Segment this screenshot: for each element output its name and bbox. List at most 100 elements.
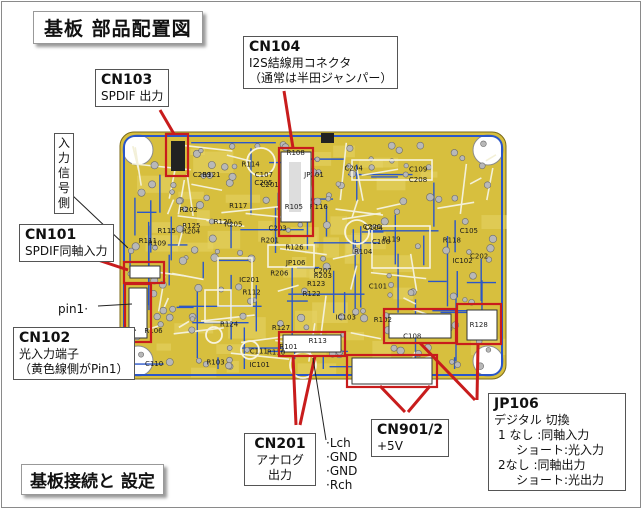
pad (170, 182, 177, 189)
trace-white (177, 215, 226, 223)
pad (226, 356, 233, 364)
leader-jp106-a (418, 341, 477, 402)
ground-fill (309, 269, 325, 280)
cn102-body (128, 287, 148, 339)
board-ref-label: R102 (374, 316, 392, 324)
board-ref-label: JP106 (285, 259, 306, 267)
capacitor-outline (240, 340, 260, 360)
board-ref-label: R118 (443, 236, 461, 244)
pad (169, 305, 176, 313)
cn201-name: CN201 (254, 436, 306, 452)
pad (386, 273, 392, 279)
ground-fill (481, 215, 507, 229)
ic-outline (351, 159, 433, 181)
pad (225, 362, 233, 370)
board-ref-label: R117 (229, 202, 247, 210)
side-label-char: 入 (57, 136, 70, 150)
board-ref-label: C110 (145, 360, 163, 368)
leader-side-label (71, 194, 129, 249)
board-ref-label: C106 (372, 238, 391, 246)
pad (485, 256, 492, 263)
pad (206, 171, 214, 179)
page-title: 基板 部品配置図 (33, 11, 203, 44)
board-ref-label: C111 (250, 348, 268, 356)
pad (416, 141, 425, 150)
board-ref-label: R106 (144, 327, 163, 335)
board-ref-label: C101 (369, 282, 387, 290)
pad (208, 234, 217, 243)
board-ref-label: C206 (363, 223, 382, 231)
trace-white (178, 320, 190, 329)
ground-fill (297, 363, 337, 377)
side-label-char: 信 (57, 166, 70, 180)
ground-fill (358, 159, 383, 168)
cn901-name: CN901/2 (377, 422, 444, 438)
board-ref-label: C207 (314, 267, 332, 275)
footer-title: 基板接続と 設定 (21, 464, 164, 495)
pad (407, 289, 415, 296)
cn901-desc: +5V (377, 439, 403, 453)
board-ref-label: R114 (242, 160, 261, 168)
pad (449, 359, 455, 365)
pad (484, 181, 492, 189)
cn104-line1: I2S結線用コネクタ (249, 56, 352, 70)
leader-pin1 (97, 303, 133, 307)
pad (449, 292, 458, 300)
board-ref-label: R205 (224, 221, 242, 229)
pad (403, 163, 409, 169)
pad (387, 141, 396, 150)
board-ref-label: R127 (272, 324, 290, 332)
pad (221, 163, 229, 171)
trace-white (403, 297, 416, 305)
side-label-input: 入 力 信 号 側 (54, 133, 74, 214)
ground-fill (420, 171, 438, 178)
cn104-name: CN104 (249, 39, 301, 55)
pad (208, 218, 215, 225)
leader-cn201-b (298, 355, 317, 426)
pad (466, 249, 472, 255)
trace-white (376, 202, 404, 210)
board-ref-label: C105 (460, 227, 478, 235)
board-ref-label: R204 (182, 228, 201, 236)
pad (196, 357, 202, 364)
ground-fill (178, 191, 204, 200)
callout-cn901: CN901/2 +5V (371, 419, 449, 457)
cn201-signal: ·Rch (326, 478, 353, 492)
highlight-box (164, 132, 190, 178)
board-ref-label: R125 (182, 222, 200, 230)
board-ref-label: C108 (403, 333, 421, 341)
capacitor-outline (246, 147, 276, 177)
pad (189, 316, 196, 322)
pad (159, 306, 168, 315)
board-ref-label: R120 (214, 218, 232, 226)
trace-white (177, 223, 186, 247)
jp106-name: JP106 (494, 396, 539, 412)
cn102-name: CN102 (19, 330, 71, 346)
board-ref-label: R110 (267, 349, 285, 357)
cn901-body (351, 357, 433, 385)
pad (195, 201, 204, 210)
trace-white (191, 183, 223, 192)
cn103-body (171, 141, 185, 171)
pad (390, 344, 398, 352)
pad (335, 181, 341, 187)
pad (214, 248, 220, 254)
board-ref-label: IC101 (249, 361, 269, 369)
board-ref-label: R111 (139, 237, 157, 245)
cn201-signal: ·Lch (326, 436, 351, 450)
cn201-signal-list: ·Lch ·GND ·GND ·Rch (326, 436, 357, 492)
board-ref-label: C109 (409, 165, 427, 173)
pad (323, 221, 331, 229)
pad (395, 146, 403, 154)
pad (200, 173, 207, 179)
pad (360, 308, 366, 314)
pad (178, 256, 187, 265)
cn201-line1: アナログ (256, 453, 304, 467)
trace-white (351, 199, 359, 219)
highlight-box (123, 282, 153, 344)
cn102-line1: 光入力端子 (19, 347, 80, 361)
pad (380, 217, 389, 226)
leader-cn901-a (378, 384, 407, 414)
ground-fill (258, 220, 273, 242)
